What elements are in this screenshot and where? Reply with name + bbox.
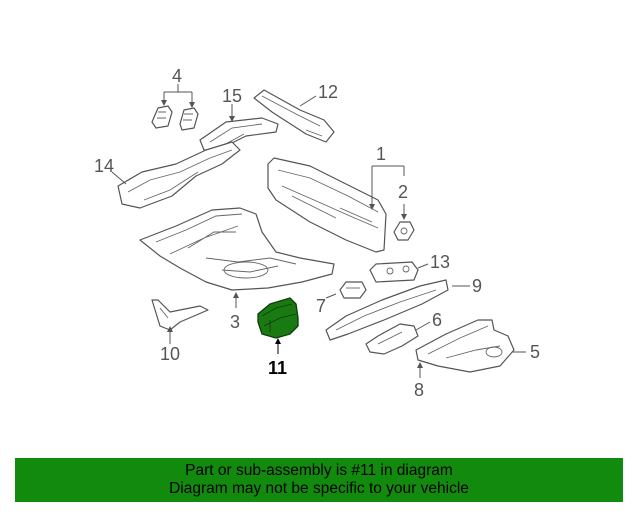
part-1-rear-panel [267, 157, 387, 253]
leader-12 [299, 95, 317, 107]
callout-4: 4 [172, 66, 182, 86]
callout-10: 10 [160, 344, 180, 364]
callout-15: 15 [222, 86, 242, 106]
leader-1 [371, 165, 405, 206]
callout-12: 12 [318, 82, 338, 102]
arrow-4b [189, 102, 195, 108]
leader-7 [325, 293, 337, 299]
leader-13 [417, 263, 429, 269]
arrow-4a [161, 100, 167, 106]
arrow-10 [167, 326, 173, 332]
parts-diagram-svg: 4 15 12 14 1 2 13 9 7 6 3 5 10 11 8 [94, 66, 540, 400]
callout-1: 1 [376, 144, 386, 164]
banner-line-2: Diagram may not be specific to your vehi… [169, 480, 469, 497]
part-15-crossmember [199, 117, 279, 151]
arrow-8 [417, 362, 423, 368]
part-10-bracket [151, 299, 209, 331]
callout-13: 13 [430, 252, 450, 272]
part-14-side-member [117, 141, 241, 209]
part-13-plate [369, 261, 419, 283]
part-9-rail [325, 279, 449, 341]
arrow-1 [369, 204, 375, 210]
callout-14: 14 [94, 156, 114, 176]
part-7-bracket [339, 281, 367, 299]
callout-2: 2 [398, 182, 408, 202]
part-3-floor-pan [139, 207, 335, 291]
part-5-side-rail [415, 319, 515, 373]
arrow-2 [401, 214, 407, 220]
part-4-brackets [151, 105, 199, 131]
info-banner: Part or sub-assembly is #11 in diagram D… [15, 458, 623, 502]
callout-5: 5 [530, 342, 540, 362]
part-6-bracket [365, 323, 419, 355]
arrow-11 [275, 338, 281, 344]
part-2-bracket [393, 221, 415, 241]
callout-3: 3 [230, 312, 240, 332]
callout-6: 6 [432, 310, 442, 330]
leader-14 [111, 171, 127, 185]
arrow-3 [233, 292, 239, 298]
callout-8: 8 [414, 380, 424, 400]
callout-7: 7 [316, 296, 326, 316]
parts-diagram: 4 15 12 14 1 2 13 9 7 6 3 5 10 11 8 [94, 66, 540, 400]
callout-11: 11 [268, 358, 287, 378]
part-11-highlighted [257, 297, 299, 339]
leader-6 [415, 321, 431, 331]
callout-9: 9 [472, 276, 482, 296]
banner-line-1: Part or sub-assembly is #11 in diagram [185, 462, 453, 479]
leader-4 [163, 84, 193, 104]
arrow-15 [229, 116, 235, 122]
part-12-rail [253, 89, 335, 143]
